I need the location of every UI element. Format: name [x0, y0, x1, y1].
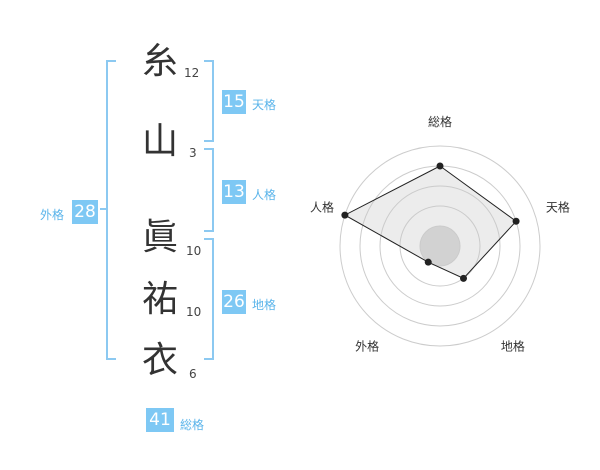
stroke-count-2: 3	[189, 146, 197, 160]
radar-axis-label-5: 人格	[310, 200, 334, 215]
stroke-count-4: 10	[186, 305, 202, 319]
radar-axis-label-2: 天格	[546, 200, 570, 215]
tenkaku-value: 15	[222, 90, 246, 114]
radar-point-1	[436, 162, 444, 170]
radar-ring-3	[379, 185, 501, 307]
char-4: 祐	[142, 279, 179, 320]
radar-polygon	[343, 165, 517, 279]
soukaku-value: 41	[146, 408, 174, 432]
stroke-count-3: 10	[186, 244, 202, 258]
radar-ring-1	[419, 225, 461, 267]
radar-axis-label-4: 外格	[355, 338, 379, 353]
char-1: 糸	[142, 41, 179, 82]
stroke-count-5: 6	[189, 367, 197, 381]
char-5: 衣	[142, 340, 179, 381]
tenkaku-bracket	[204, 60, 214, 142]
jinkaku-value: 13	[222, 180, 246, 204]
jinkaku-bracket	[204, 148, 214, 232]
radar-point-2	[512, 217, 520, 225]
radar-axis-label-1: 総格	[428, 114, 452, 129]
radar-point-5	[341, 211, 349, 219]
radar-point-3	[460, 274, 468, 282]
gaikaku-value: 28	[72, 200, 98, 224]
chikaku-label: 地格	[252, 298, 277, 312]
chikaku-value: 26	[222, 290, 246, 314]
char-3: 眞	[142, 217, 179, 258]
gaikaku-bracket-connector	[100, 208, 106, 210]
tenkaku-label: 天格	[252, 98, 277, 112]
chikaku-bracket	[204, 238, 214, 360]
soukaku-label: 総格	[180, 418, 205, 432]
gaikaku-label: 外格	[40, 208, 65, 222]
gaikaku-bracket	[106, 60, 116, 360]
stroke-count-1: 12	[184, 66, 200, 80]
radar-ring-5	[339, 145, 541, 347]
radar-axis-label-3: 地格	[501, 338, 525, 353]
char-2: 山	[142, 121, 179, 162]
radar-point-4	[424, 258, 432, 266]
jinkaku-label: 人格	[252, 188, 277, 202]
